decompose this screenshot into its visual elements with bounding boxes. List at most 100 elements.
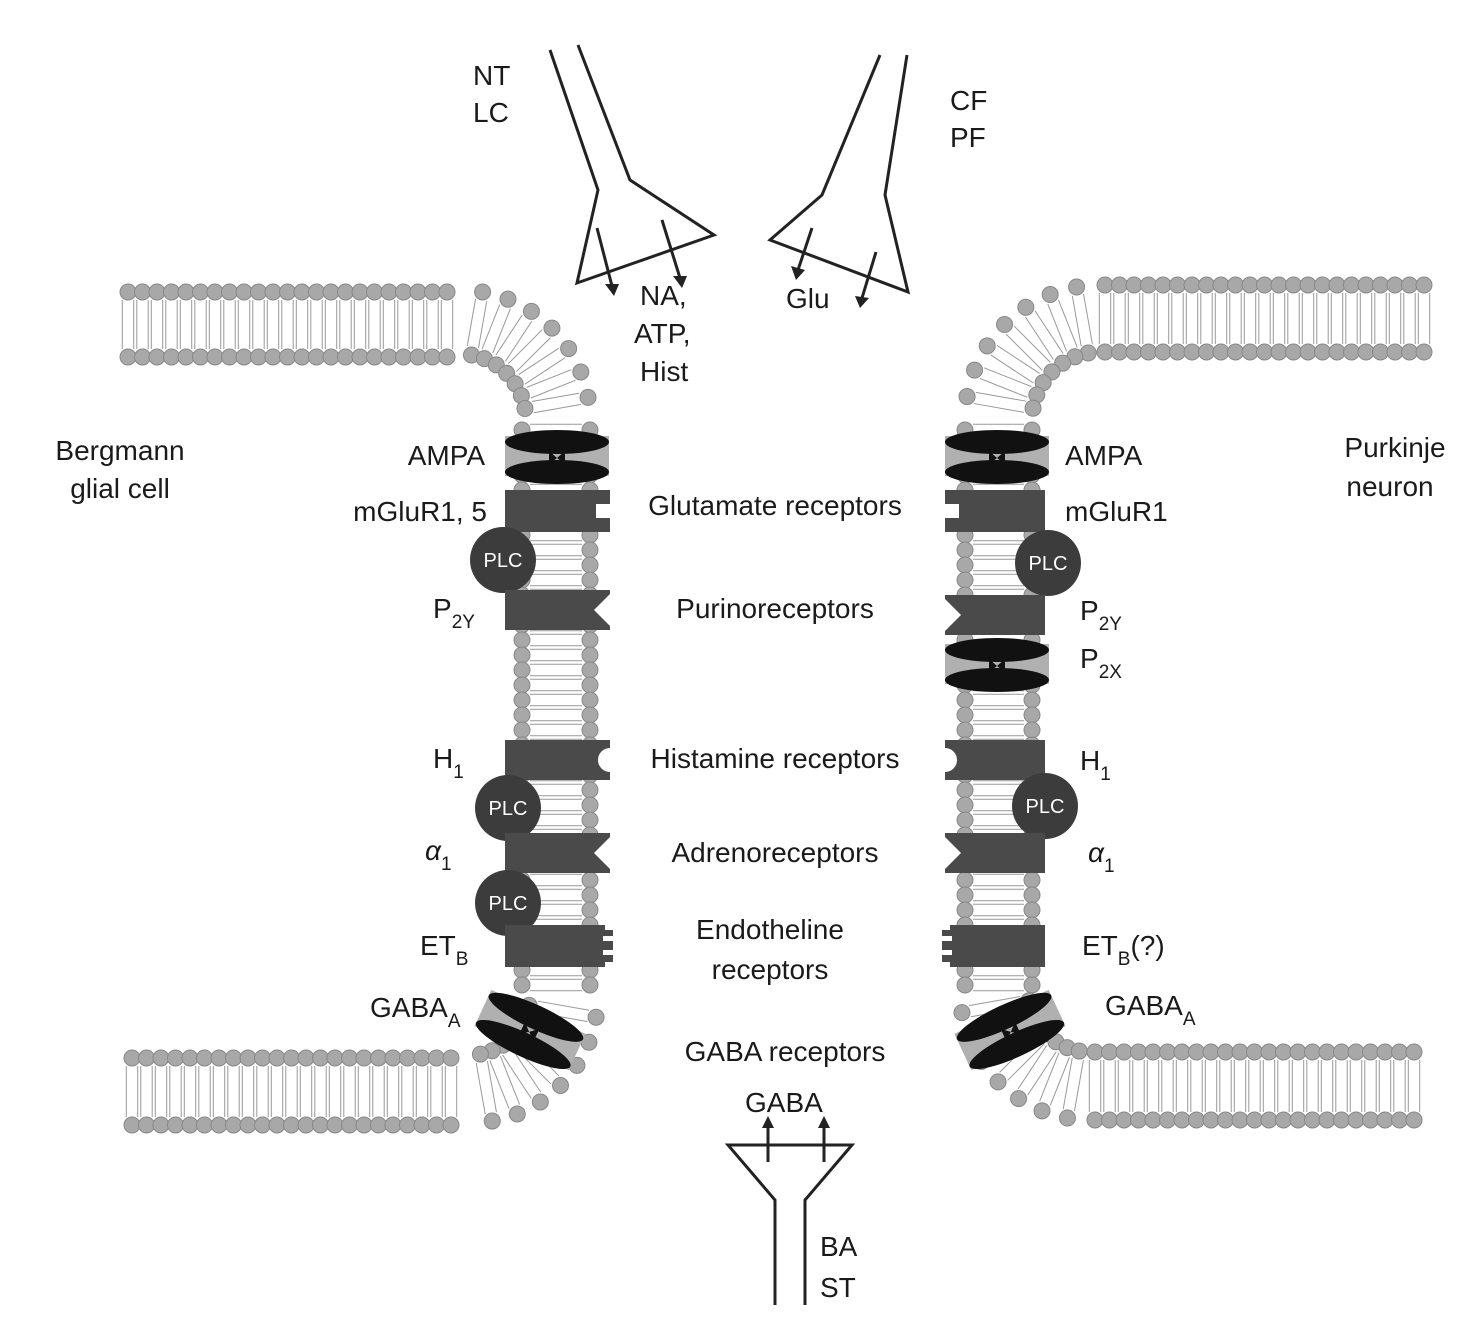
lipid-head [989,1073,1007,1091]
lipid-head [1101,1111,1118,1129]
binding-site-gap [603,950,613,955]
lipid-tail [1011,327,1050,365]
lipid-pair [513,631,599,649]
label-atp: ATP, [634,318,691,349]
lipid-head [123,1049,141,1067]
left-p2y-receptor [505,590,610,630]
lipid-head [196,1049,213,1067]
lipid-head [279,348,296,366]
lipid-pair [1010,1033,1065,1108]
lipid-head [581,646,599,664]
lipid-pair [355,1049,373,1134]
lipid-head [409,348,427,366]
lipid-head [1140,343,1157,361]
lipid-pair [1328,276,1346,361]
lipid-pair [1246,1043,1263,1129]
binding-site [603,930,613,962]
lipid-tail-edge [1017,1045,1048,1090]
lipid-head [1125,276,1143,294]
lipid-pair [163,283,180,366]
lipid-head [206,348,224,366]
lipid-head [474,283,492,301]
lipid-tail [483,305,504,351]
lipid-pair [1333,1043,1350,1129]
lipid-head [1391,1111,1408,1129]
lipid-head [254,1116,271,1134]
lipid-head [1227,343,1244,361]
lipid-pair [239,1049,257,1134]
lipid-pair [1173,1043,1191,1129]
lipid-head [1212,343,1230,361]
lipid-pair [438,283,456,366]
lipid-head [1299,276,1317,294]
lipid-head [366,348,383,366]
lipid-pair [279,283,296,366]
right-mglur-receptor [945,490,1045,532]
lipid-head [1391,1043,1408,1061]
lipid-tail-edge [990,354,1034,384]
lipid-pair [1299,276,1317,361]
ba-st-terminal [724,1116,856,1305]
lipid-pair [1401,276,1418,361]
lipid-head [1318,1111,1336,1129]
lipid-head [424,348,441,366]
release-arrow [860,251,878,299]
lipid-head [1188,1043,1205,1061]
lipid-pair [487,302,540,374]
lipid-head [308,283,325,301]
lipid-head [1314,343,1331,361]
lipid-head [1017,298,1035,316]
lipid-head [264,348,282,366]
lipid-head [163,348,180,366]
lipid-head [1256,343,1273,361]
lipid-head [355,1116,373,1134]
lipid-pair [424,283,441,366]
release-arrow [796,227,814,271]
lipid-pair [1198,276,1215,361]
lipid-head [1376,1111,1394,1129]
lipid-head [581,796,599,814]
lipid-tail-edge [1073,1059,1084,1112]
channel-top [945,638,1049,662]
lipid-head [250,283,267,301]
lipid-tail-edge [495,314,523,356]
lipid-pair [1101,1043,1118,1129]
lipid-pair [1362,1043,1379,1129]
label-gaba: GABA [745,1087,823,1118]
lipid-head [1241,276,1259,294]
lipid-head [1023,691,1041,709]
lipid-tail-edge [1083,293,1093,345]
lipid-head [308,348,325,366]
lipid-head [543,319,561,337]
lipid-pair [498,319,561,382]
left-etb-receptor [505,925,613,967]
lipid-pair [254,1049,271,1134]
lipid-head [581,541,599,559]
receptor-body [945,490,1045,532]
lipid-head [1140,276,1157,294]
label-glutamate-receptors: Glutamate receptors [648,490,902,521]
lipid-pair [1343,276,1360,361]
plc-label: PLC [484,550,523,572]
lipid-tail [491,1058,513,1108]
lipid-tail-edge [1007,1043,1045,1081]
lipid-head [572,363,590,381]
lipid-head [1130,1111,1147,1129]
lipid-head [225,1116,242,1134]
lipid-tail-edge [526,369,572,388]
lipid-head [581,901,599,919]
membranes [119,276,1433,1134]
lipid-tail-edge [477,300,488,349]
lipid-tail-edge [475,1062,486,1115]
lipid-head [268,1116,286,1134]
lipid-pair [956,901,1041,919]
lipid-pair [513,661,599,679]
lipid-tail-edge [518,347,560,375]
receptor-body [945,595,1045,635]
lipid-tail [468,299,480,347]
lipid-head [413,1049,431,1067]
lipid-head [1270,343,1288,361]
lipid-tail [991,351,1036,382]
lipid-head [1241,343,1259,361]
plc-circle [1012,773,1078,839]
